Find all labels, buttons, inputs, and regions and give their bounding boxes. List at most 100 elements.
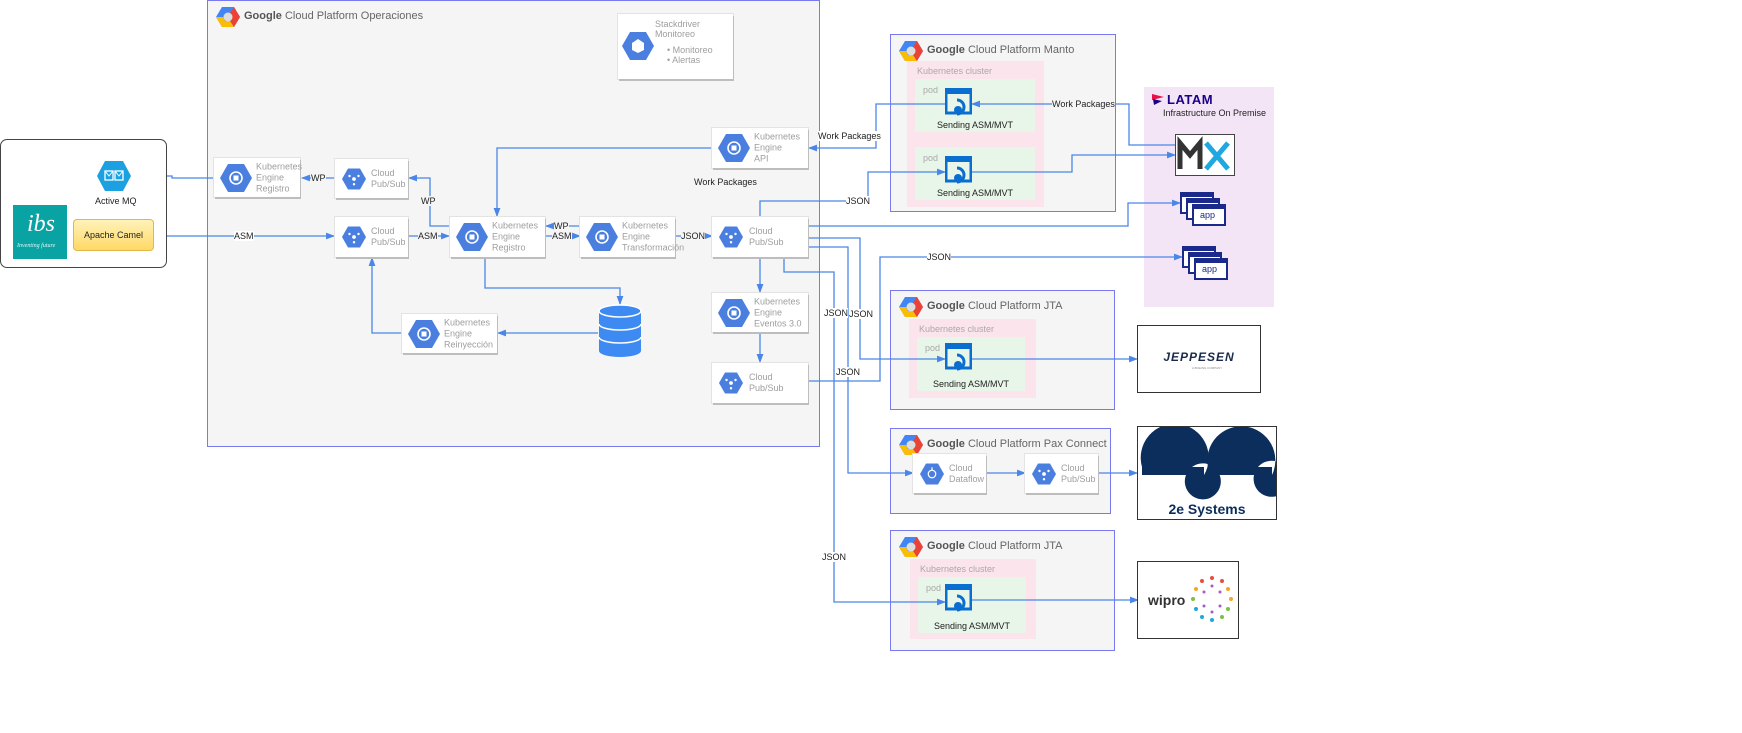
- service-label: Sending ASM/MVT: [936, 188, 1014, 198]
- apache-camel-label: Apache Camel: [83, 230, 144, 240]
- region-title: Google Cloud Platform JTA: [927, 540, 1063, 552]
- node-label: Dataflow: [949, 473, 985, 484]
- activemq-label: Active MQ: [95, 196, 137, 206]
- node-label: Kubernetes: [622, 220, 669, 231]
- edge-registro-to-db: [484, 258, 624, 306]
- edge-pod-to-api: [807, 103, 945, 152]
- node-label: Reinyección: [444, 339, 494, 349]
- stackdriver-title-1: Stackdriver: [655, 19, 701, 29]
- node-label: Cloud: [749, 372, 773, 382]
- node-label: Kubernetes: [444, 317, 491, 327]
- ibs-logo-text: ibs: [27, 211, 56, 237]
- edge-label: Work Packages: [1052, 99, 1115, 109]
- region-title: Google Cloud Platform Pax Connect: [927, 438, 1107, 450]
- ibs-tagline: Inventing future: [17, 243, 56, 249]
- edge-pubsub-to-app1: [809, 199, 1182, 227]
- region-title: Google Cloud Platform Operaciones: [244, 10, 424, 22]
- service-icon[interactable]: [945, 156, 972, 188]
- pod-label: pod: [923, 153, 939, 163]
- edge-pubsub-lower-to-app2: [809, 253, 1184, 382]
- pubsub-icon: [719, 226, 743, 248]
- node-label: Cloud: [949, 462, 973, 473]
- edge-label: JSON: [846, 196, 871, 206]
- jeppesen-system[interactable]: JEPPESEN A BOEING COMPANY: [1137, 325, 1261, 393]
- gcp-logo-icon: [899, 297, 923, 317]
- mx-system[interactable]: [1175, 134, 1235, 176]
- cluster-label: Kubernetes cluster: [920, 564, 996, 574]
- service-icon[interactable]: [945, 88, 972, 120]
- app-stack-icon[interactable]: [1180, 192, 1228, 228]
- kubernetes-engine-icon: [718, 298, 750, 327]
- node-label: Kubernetes: [754, 296, 801, 306]
- edge-mx-to-pod: [970, 100, 1175, 146]
- app-label: app: [1202, 264, 1218, 274]
- twoe-systems[interactable]: 2e Systems: [1137, 423, 1290, 520]
- edge-label: JSON: [836, 367, 861, 377]
- node-label: Engine: [444, 328, 473, 338]
- node-label: Pub/Sub: [1061, 473, 1096, 484]
- node-label: Cloud: [1061, 462, 1085, 473]
- twoe-label: 2e Systems: [1168, 501, 1246, 517]
- edge-pubsub-to-jta2-pod: [783, 258, 947, 606]
- node-label: Registro: [256, 183, 290, 193]
- edge-label: JSON: [822, 552, 847, 562]
- kubernetes-cluster: Kubernetes cluster pod Sending ASM/MVT p…: [907, 61, 1044, 207]
- pubsub-icon: [342, 226, 366, 248]
- edge-reinyeccion-to-pubsub: [368, 256, 402, 334]
- app-stack-icon[interactable]: [1182, 246, 1230, 282]
- cluster-label: Kubernetes cluster: [919, 324, 995, 334]
- service-icon[interactable]: [945, 584, 972, 616]
- service-label: Sending ASM/MVT: [933, 621, 1011, 631]
- pubsub-icon: [719, 372, 743, 394]
- database-icon[interactable]: [598, 304, 642, 358]
- edge-pubsub-to-dataflow: [809, 246, 915, 477]
- kubernetes-cluster: Kubernetes cluster pod Sending ASM/MVT: [910, 559, 1036, 639]
- edge-label: Work Packages: [694, 177, 757, 187]
- gcp-logo-icon: [899, 537, 923, 557]
- node-label: Cloud: [371, 226, 395, 236]
- node-label: Pub/Sub: [371, 178, 406, 189]
- ibs-logo: ibs Inventing future: [13, 205, 67, 259]
- jeppesen-sub: A BOEING COMPANY: [1192, 366, 1223, 370]
- region-gcp-manto: Google Cloud Platform Manto Kubernetes c…: [890, 34, 1116, 212]
- edge-label: Work Packages: [818, 131, 881, 141]
- stackdriver-node[interactable]: Stackdriver Monitoreo • Monitoreo • Aler…: [618, 14, 733, 79]
- wipro-system[interactable]: wipro: [1137, 561, 1239, 639]
- kubernetes-engine-icon: [220, 163, 252, 192]
- kubernetes-engine-icon: [456, 223, 488, 251]
- app-label: app: [1200, 210, 1216, 220]
- node-label: Eventos 3.0: [754, 318, 802, 328]
- stackdriver-bullet: • Alertas: [667, 55, 701, 65]
- node-label: Engine: [492, 231, 521, 242]
- latam-brand: LATAM: [1167, 92, 1214, 107]
- node-label: Cloud: [749, 226, 773, 236]
- stackdriver-icon: [622, 32, 654, 60]
- pod-label: pod: [925, 343, 941, 353]
- mx-logo-icon: [1177, 136, 1230, 171]
- pod-label: pod: [923, 85, 939, 95]
- kubernetes-engine-icon: [718, 134, 750, 162]
- node-label: Kubernetes: [256, 161, 303, 171]
- edge-label: WP: [311, 173, 326, 183]
- node-label: Transformación: [622, 242, 685, 253]
- edge-label: JSON: [824, 308, 849, 318]
- service-label: Sending ASM/MVT: [932, 379, 1010, 389]
- service-icon[interactable]: [945, 343, 972, 375]
- apache-camel-node[interactable]: Apache Camel: [73, 219, 154, 251]
- wipro-label: wipro: [1148, 592, 1186, 608]
- edge-label: ASM: [234, 231, 254, 241]
- activemq-icon: [97, 161, 131, 191]
